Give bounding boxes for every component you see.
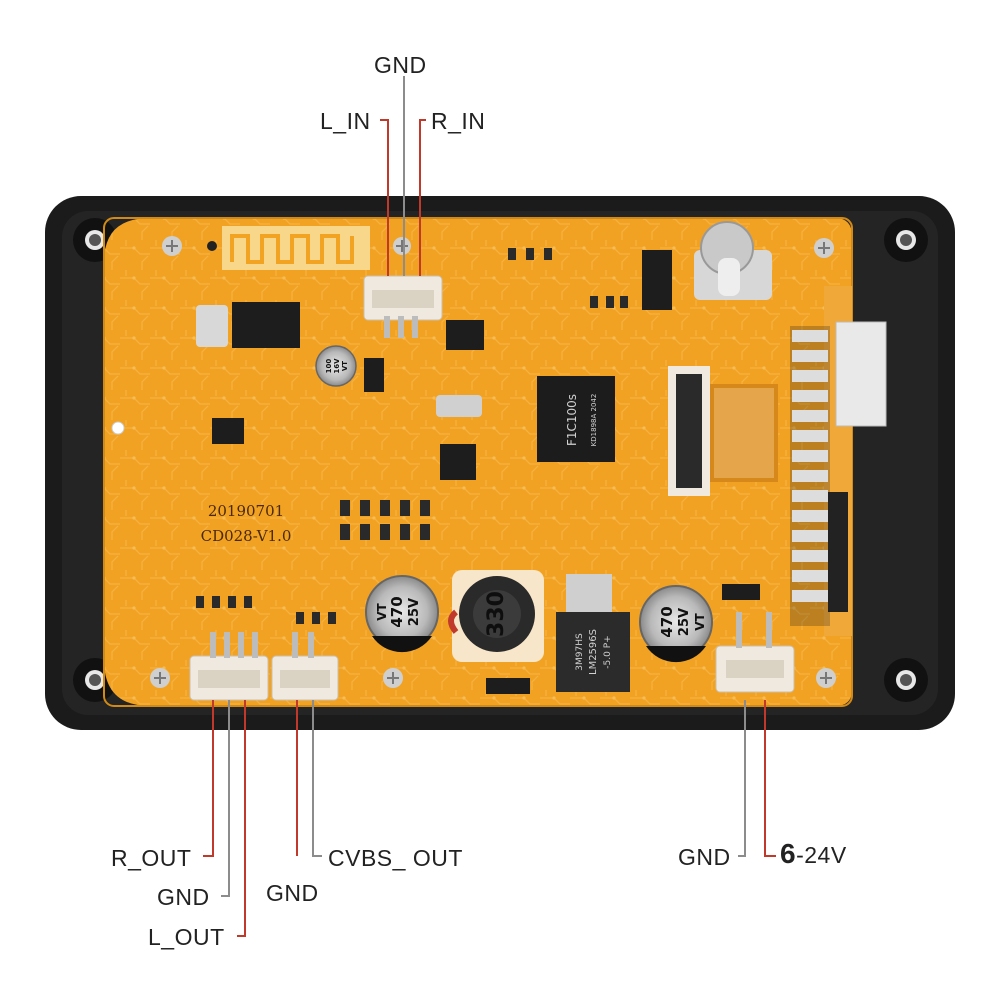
board-date-code: 20190701	[208, 502, 284, 520]
label-power-suffix: -24V	[796, 842, 847, 868]
chips: F1C100s KD1898A 2042	[196, 250, 672, 480]
label-power-range: 6-24V	[780, 838, 847, 870]
cap-right-voltage: 25V	[677, 608, 692, 636]
antenna-area	[222, 226, 370, 270]
cap-left-voltage: 25V	[407, 598, 422, 626]
voltage-regulator: LM2596S -5.0 P+ 3M97HS	[486, 574, 630, 694]
side-connector	[790, 286, 887, 636]
regulator-line1: LM2596S	[588, 629, 599, 675]
label-l-out: L_OUT	[148, 924, 225, 950]
coin-cell-holder	[694, 221, 772, 300]
cap-left-value: 470	[388, 596, 406, 627]
callout-lines	[203, 76, 776, 937]
main-chip-sublabel: KD1898A 2042	[590, 394, 598, 447]
smd-parts	[196, 248, 628, 624]
cap-right-series: VT	[693, 612, 707, 630]
label-r-out: R_OUT	[111, 845, 192, 871]
main-chip-label: F1C100s	[565, 394, 579, 446]
small-cap-series: VT	[341, 361, 349, 371]
cap-left-series: VT	[375, 602, 389, 620]
label-r-in: R_IN	[431, 108, 486, 134]
label-gnd-power: GND	[678, 844, 731, 870]
small-cap-value: 100	[325, 359, 333, 374]
label-l-in: L_IN	[320, 108, 371, 134]
capacitors: 470 25V VT 470 25V VT 100 16V VT	[315, 345, 713, 663]
svg-text:470: 470	[388, 596, 406, 627]
connectors	[189, 275, 795, 701]
regulator-line2: -5.0 P+	[603, 635, 613, 668]
label-gnd-video: GND	[266, 880, 319, 906]
label-cvbs-out: CVBS_ OUT	[328, 845, 463, 871]
label-gnd-input: GND	[374, 52, 427, 78]
ribbon-connector	[668, 366, 778, 496]
label-power-prefix: 6	[780, 838, 797, 869]
board-model-code: CD028-V1.0	[201, 527, 292, 545]
inductor: 330	[448, 570, 544, 662]
inductor-label: 330	[484, 591, 509, 637]
small-cap-voltage: 16V	[333, 358, 341, 374]
label-gnd-audio-out: GND	[157, 884, 210, 910]
regulator-line3: 3M97HS	[575, 633, 585, 671]
cap-right-value: 470	[658, 606, 676, 637]
